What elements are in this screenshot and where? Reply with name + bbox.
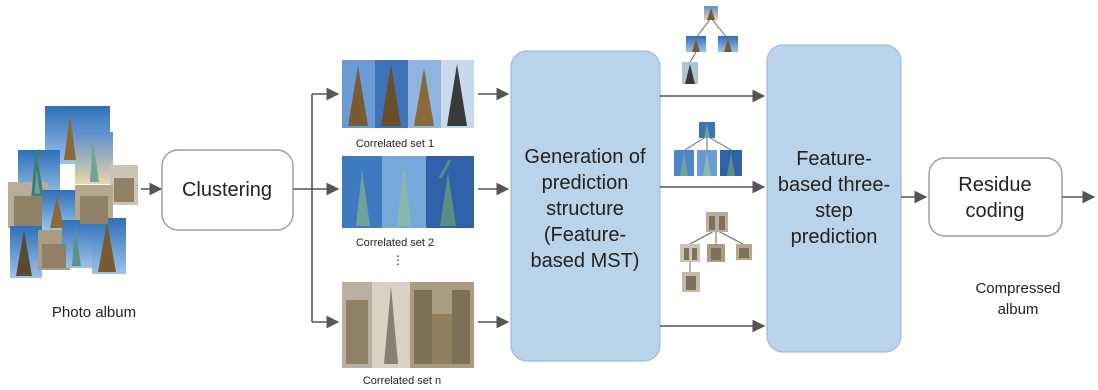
photo-album-collage	[8, 106, 138, 278]
generation-box: Generation of prediction structure (Feat…	[510, 50, 661, 362]
generation-line-1: Generation of	[524, 146, 646, 168]
generation-line-4: (Feature-	[544, 224, 626, 246]
clustering-label: Clustering	[182, 179, 272, 201]
three-step-line-2: based three-	[778, 174, 890, 196]
tree-thumbnail-eiffel	[682, 6, 738, 84]
three-step-line-3: step	[815, 200, 853, 222]
generation-to-prediction-arrows	[660, 89, 766, 333]
generation-line-5: based MST)	[531, 250, 640, 272]
tree-thumbnail-notre-dame	[680, 212, 752, 292]
correlated-set-2-photos	[342, 156, 474, 228]
clustering-branch-arrows	[293, 87, 340, 329]
residue-line-2: coding	[966, 200, 1025, 222]
correlated-set-1-photos	[342, 60, 474, 128]
clustering-box: Clustering	[161, 149, 294, 231]
correlated-set-1-label: Correlated set 1	[356, 138, 434, 150]
correlated-set-2-label: Correlated set 2	[356, 237, 434, 249]
correlated-set-n-label: Correlated set n	[363, 375, 441, 387]
residue-coding-box: Residue coding	[928, 157, 1063, 237]
compressed-album-line-2: album	[998, 301, 1039, 318]
compressed-album-line-1: Compressed	[975, 280, 1060, 297]
ellipsis-more-sets: ⋮	[392, 253, 404, 267]
sets-to-generation-arrows	[478, 87, 510, 329]
three-step-prediction-box: Feature- based three- step prediction	[766, 44, 902, 353]
generation-line-3: structure	[546, 198, 624, 220]
residue-line-1: Residue	[958, 174, 1031, 196]
three-step-line-4: prediction	[791, 226, 878, 248]
three-step-line-1: Feature-	[796, 148, 872, 170]
generation-line-2: prediction	[542, 172, 629, 194]
correlated-set-n-photos	[342, 282, 474, 368]
tree-thumbnail-liberty	[674, 122, 742, 176]
photo-album-label: Photo album	[52, 304, 136, 321]
